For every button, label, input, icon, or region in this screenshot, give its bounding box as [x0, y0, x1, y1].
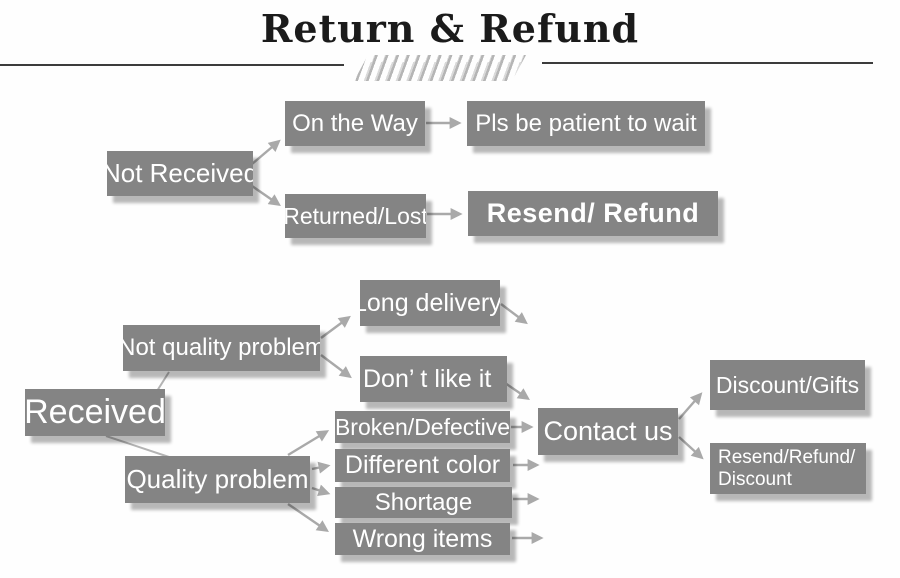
edge-contact-us-resend-refund-discount — [678, 436, 704, 460]
node-dont-like-it: Don’ t like it — [360, 356, 507, 402]
edge-not-received-returned-lost — [251, 185, 281, 207]
title-divider-right — [542, 62, 873, 64]
page-title: Return & Refund — [260, 6, 640, 51]
node-resend-refund: Resend/ Refund — [468, 191, 718, 236]
edge-not-quality-dont-like-it — [320, 354, 352, 379]
node-different-color: Different color — [335, 449, 510, 482]
node-resend-refund-discount-line1: Resend/Refund/ — [718, 447, 856, 469]
node-long-delivery: Long delivery — [360, 280, 500, 326]
node-resend-refund-discount-line2: Discount — [718, 468, 792, 490]
node-pls-be-patient: Pls be patient to wait — [467, 101, 705, 146]
node-on-the-way: On the Way — [285, 101, 425, 146]
edge-quality-shortage — [311, 484, 331, 497]
edge-quality-wrong-items — [287, 503, 329, 533]
node-quality-problem: Quality problem — [125, 456, 310, 503]
node-broken-defective: Broken/Defective — [335, 411, 510, 443]
node-shortage: Shortage — [335, 487, 512, 518]
node-not-received: Not Received — [107, 151, 253, 196]
edge-not-quality-long-delivery — [320, 315, 351, 339]
edge-dont-like-it-contact-us — [504, 382, 530, 401]
node-received: Received — [25, 389, 165, 436]
hatch-decoration — [354, 55, 526, 81]
link-received-quality-problem — [105, 435, 173, 459]
edge-quality-broken-defective — [287, 430, 330, 457]
edge-contact-us-discount-gifts — [678, 392, 703, 420]
edge-not-received-on-the-way — [251, 139, 281, 165]
node-discount-gifts: Discount/Gifts — [710, 360, 865, 410]
edge-quality-different-color — [311, 461, 331, 474]
node-not-quality-problem: Not quality problem — [123, 325, 320, 371]
node-resend-refund-discount: Resend/Refund/ Discount — [710, 443, 866, 494]
title-divider-left — [0, 64, 344, 66]
node-wrong-items: Wrong items — [335, 523, 510, 555]
node-returned-lost: Returned/Lost — [285, 194, 426, 238]
node-contact-us: Contact us — [538, 408, 678, 455]
edge-long-delivery-contact-us — [500, 303, 528, 325]
